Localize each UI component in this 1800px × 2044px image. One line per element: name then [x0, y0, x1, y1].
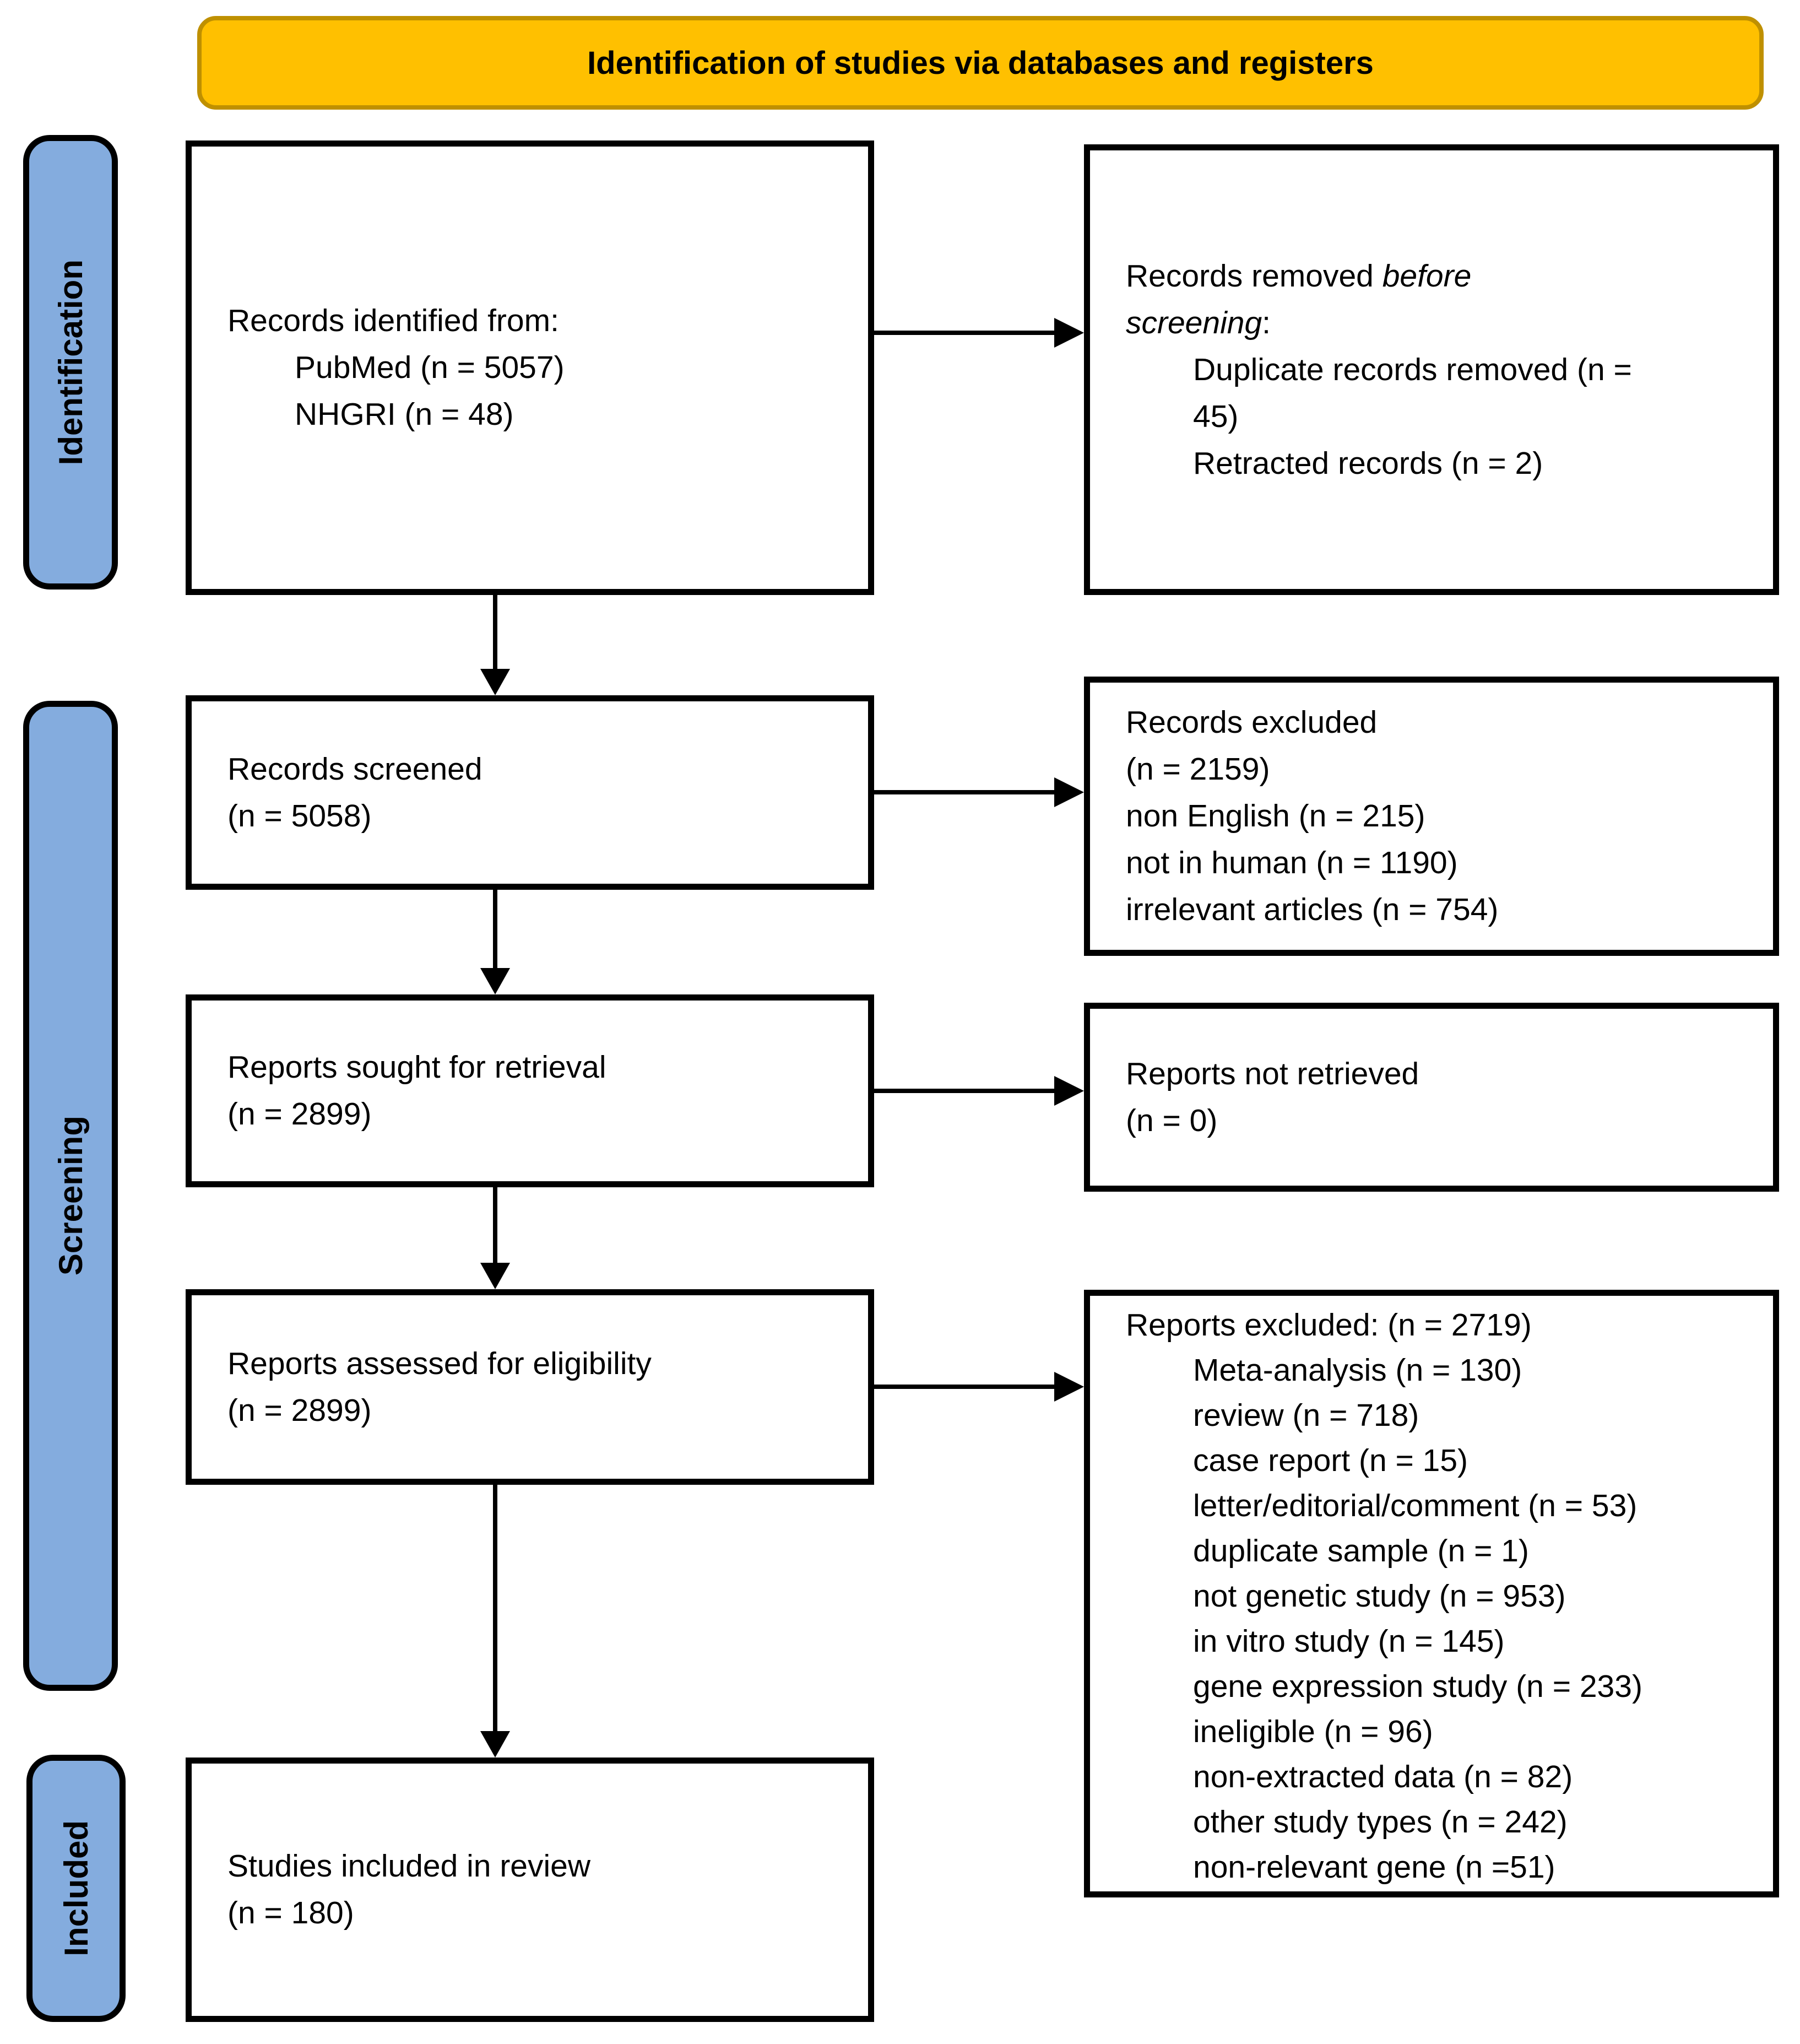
box-reports-excluded: Reports excluded: (n = 2719) Meta-analys… — [1084, 1290, 1779, 1897]
box-records-screened: Records screened (n = 5058) — [186, 695, 874, 890]
records-removed-heading-line2: screening: — [1126, 300, 1751, 347]
records-screened-line: Records screened — [227, 751, 482, 787]
box-reports-sought: Reports sought for retrieval (n = 2899) — [186, 994, 874, 1187]
reports-excluded-reason: ineligible (n = 96) — [1193, 1714, 1433, 1749]
records-excluded-reason: not in human (n = 1190) — [1126, 845, 1458, 880]
reports-not-retrieved-count: (n = 0) — [1126, 1102, 1218, 1138]
reports-excluded-reason: letter/editorial/comment (n = 53) — [1193, 1488, 1638, 1523]
stage-screening: Screening — [23, 701, 118, 1691]
stage-screening-label: Screening — [52, 1116, 89, 1276]
reports-excluded-reason: in vitro study (n = 145) — [1193, 1624, 1505, 1659]
arrow-right-assessed-to-excluded — [874, 1385, 1054, 1389]
arrow-right-head-icon — [1054, 1076, 1084, 1106]
box-studies-included: Studies included in review (n = 180) — [186, 1758, 874, 2022]
arrow-right-head-icon — [1054, 1372, 1084, 1402]
records-removed-item: Retracted records (n = 2) — [1193, 445, 1543, 481]
reports-sought-line: Reports sought for retrieval — [227, 1050, 606, 1085]
reports-assessed-line: Reports assessed for eligibility — [227, 1345, 652, 1381]
records-removed-item: Duplicate records removed (n = 45) — [1193, 352, 1632, 434]
records-excluded-line: Records excluded — [1126, 705, 1378, 740]
studies-included-line: Studies included in review — [227, 1848, 591, 1884]
reports-sought-count: (n = 2899) — [227, 1096, 372, 1132]
records-identified-heading: Records identified from: — [227, 303, 559, 338]
reports-excluded-reason: not genetic study (n = 953) — [1193, 1578, 1566, 1614]
arrow-right-identified-to-removed — [874, 331, 1054, 335]
reports-excluded-reason: non-relevant gene (n =51) — [1193, 1850, 1555, 1885]
arrow-down-sought-to-assessed — [493, 1187, 497, 1263]
reports-excluded-reason: gene expression study (n = 233) — [1193, 1669, 1642, 1704]
reports-excluded-reason: other study types (n = 242) — [1193, 1804, 1568, 1840]
stage-included-label: Included — [57, 1820, 95, 1956]
arrow-right-screened-to-excluded — [874, 790, 1054, 794]
records-removed-heading-italic2: screening — [1126, 305, 1262, 340]
stage-included: Included — [26, 1755, 126, 2022]
reports-excluded-reason: Meta-analysis (n = 130) — [1193, 1353, 1522, 1388]
records-identified-item: NHGRI (n = 48) — [295, 397, 514, 432]
reports-excluded-reason: duplicate sample (n = 1) — [1193, 1533, 1529, 1569]
records-removed-heading-italic1: before — [1382, 258, 1472, 294]
arrow-down-head-icon — [480, 968, 510, 994]
box-reports-not-retrieved: Reports not retrieved (n = 0) — [1084, 1003, 1779, 1192]
records-excluded-count: (n = 2159) — [1126, 751, 1270, 787]
records-removed-heading-suffix: : — [1262, 305, 1271, 340]
arrow-down-assessed-to-included — [493, 1485, 497, 1731]
arrow-down-head-icon — [480, 1263, 510, 1289]
arrow-down-identified-to-screened — [493, 595, 497, 669]
reports-excluded-reason: case report (n = 15) — [1193, 1443, 1468, 1478]
banner: Identification of studies via databases … — [197, 16, 1764, 110]
arrow-right-head-icon — [1054, 318, 1084, 348]
records-excluded-reason: irrelevant articles (n = 754) — [1126, 892, 1499, 927]
reports-not-retrieved-line: Reports not retrieved — [1126, 1056, 1419, 1091]
reports-assessed-count: (n = 2899) — [227, 1392, 372, 1428]
studies-included-count: (n = 180) — [227, 1895, 354, 1931]
records-removed-heading-line1: Records removed before — [1126, 253, 1751, 300]
box-records-identified: Records identified from: PubMed (n = 505… — [186, 140, 874, 595]
banner-title: Identification of studies via databases … — [587, 45, 1374, 81]
stage-identification-label: Identification — [52, 259, 89, 466]
arrow-down-screened-to-sought — [493, 890, 497, 968]
stage-identification: Identification — [23, 135, 118, 590]
reports-excluded-reason: non-extracted data (n = 82) — [1193, 1759, 1573, 1794]
records-screened-count: (n = 5058) — [227, 798, 372, 834]
arrow-down-head-icon — [480, 1731, 510, 1758]
reports-excluded-reason: review (n = 718) — [1193, 1398, 1419, 1433]
reports-excluded-heading: Reports excluded: (n = 2719) — [1126, 1307, 1532, 1343]
box-reports-assessed: Reports assessed for eligibility (n = 28… — [186, 1289, 874, 1485]
records-excluded-reason: non English (n = 215) — [1126, 798, 1425, 834]
box-records-removed: Records removed before screening: Duplic… — [1084, 144, 1779, 595]
arrow-right-head-icon — [1054, 777, 1084, 807]
arrow-right-sought-to-not-retrieved — [874, 1089, 1054, 1093]
arrow-down-head-icon — [480, 669, 510, 695]
box-records-excluded: Records excluded (n = 2159) non English … — [1084, 677, 1779, 956]
records-removed-heading-prefix: Records removed — [1126, 258, 1382, 294]
records-identified-item: PubMed (n = 5057) — [295, 350, 565, 385]
